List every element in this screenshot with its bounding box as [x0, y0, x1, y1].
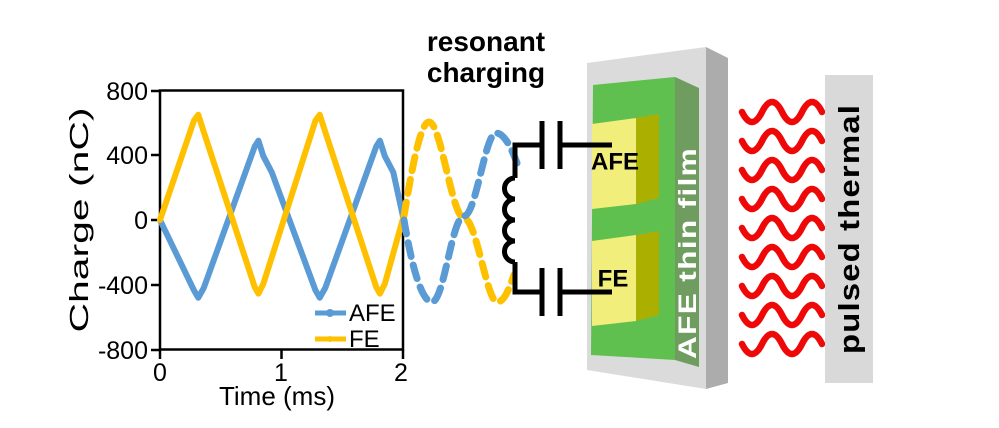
thermal-waves	[742, 102, 822, 354]
thermal-source-bar	[825, 75, 873, 383]
x-tick-1: 1	[274, 359, 288, 387]
heat-wave-icon	[742, 160, 822, 180]
fe-curve	[157, 111, 406, 297]
resonant-charging-title-line1: resonant	[427, 26, 545, 57]
heat-wave-icon	[742, 247, 822, 267]
y-tick-0: 0	[134, 207, 148, 235]
heat-wave-icon	[742, 276, 822, 296]
inductor-icon	[502, 175, 516, 265]
thermal-source-label: pulsed thermal	[834, 104, 866, 354]
y-axis-ticks	[151, 89, 160, 352]
resonant-charging-title-line2: charging	[427, 57, 545, 88]
chart-legend: AFE FE	[315, 300, 396, 353]
heat-wave-icon	[742, 189, 822, 209]
x-axis-ticks	[158, 350, 405, 359]
afe-curve	[157, 137, 406, 301]
afe-electrode-side	[636, 114, 659, 204]
afe-electrode-front	[592, 118, 636, 209]
legend-marker-fe	[327, 336, 333, 342]
charge-time-chart: 800 400 0 -400 -800 0 1 2 Charge (nC) Ti…	[64, 78, 408, 411]
heat-wave-icon	[742, 102, 822, 122]
capacitor-bottom-icon	[539, 268, 563, 316]
y-tick-400: 400	[106, 142, 148, 170]
resonant-waves	[400, 118, 521, 306]
film-side-face	[675, 77, 699, 367]
heat-wave-icon	[742, 218, 822, 238]
fe-resonant-wave	[400, 118, 518, 306]
y-tick-neg800: -800	[98, 337, 148, 365]
heat-wave-icon	[742, 334, 822, 354]
x-axis-label: Time (ms)	[219, 381, 335, 411]
heat-wave-icon	[742, 131, 822, 151]
electrode-label-fe: FE	[598, 266, 629, 293]
legend-label-afe: AFE	[349, 300, 396, 327]
electrode-label-afe: AFE	[591, 149, 639, 176]
y-tick-neg400: -400	[98, 272, 148, 300]
afe-device: AFE thin film	[587, 47, 728, 389]
heat-wave-icon	[742, 305, 822, 325]
lc-circuit	[502, 121, 612, 316]
x-tick-0: 0	[153, 359, 167, 387]
circuit-wires	[512, 142, 612, 295]
x-tick-2: 2	[394, 359, 408, 387]
y-tick-800: 800	[106, 78, 148, 106]
substrate-side-face	[706, 47, 728, 389]
legend-marker-afe	[326, 309, 334, 317]
fe-electrode-side	[636, 231, 659, 321]
legend-label-fe: FE	[349, 326, 380, 353]
fe-electrode-front	[592, 235, 636, 326]
capacitor-top-icon	[539, 121, 563, 169]
afe-resonant-wave	[400, 129, 521, 306]
film-label: AFE thin film	[674, 147, 702, 359]
y-axis-label: Charge (nC)	[64, 107, 94, 332]
